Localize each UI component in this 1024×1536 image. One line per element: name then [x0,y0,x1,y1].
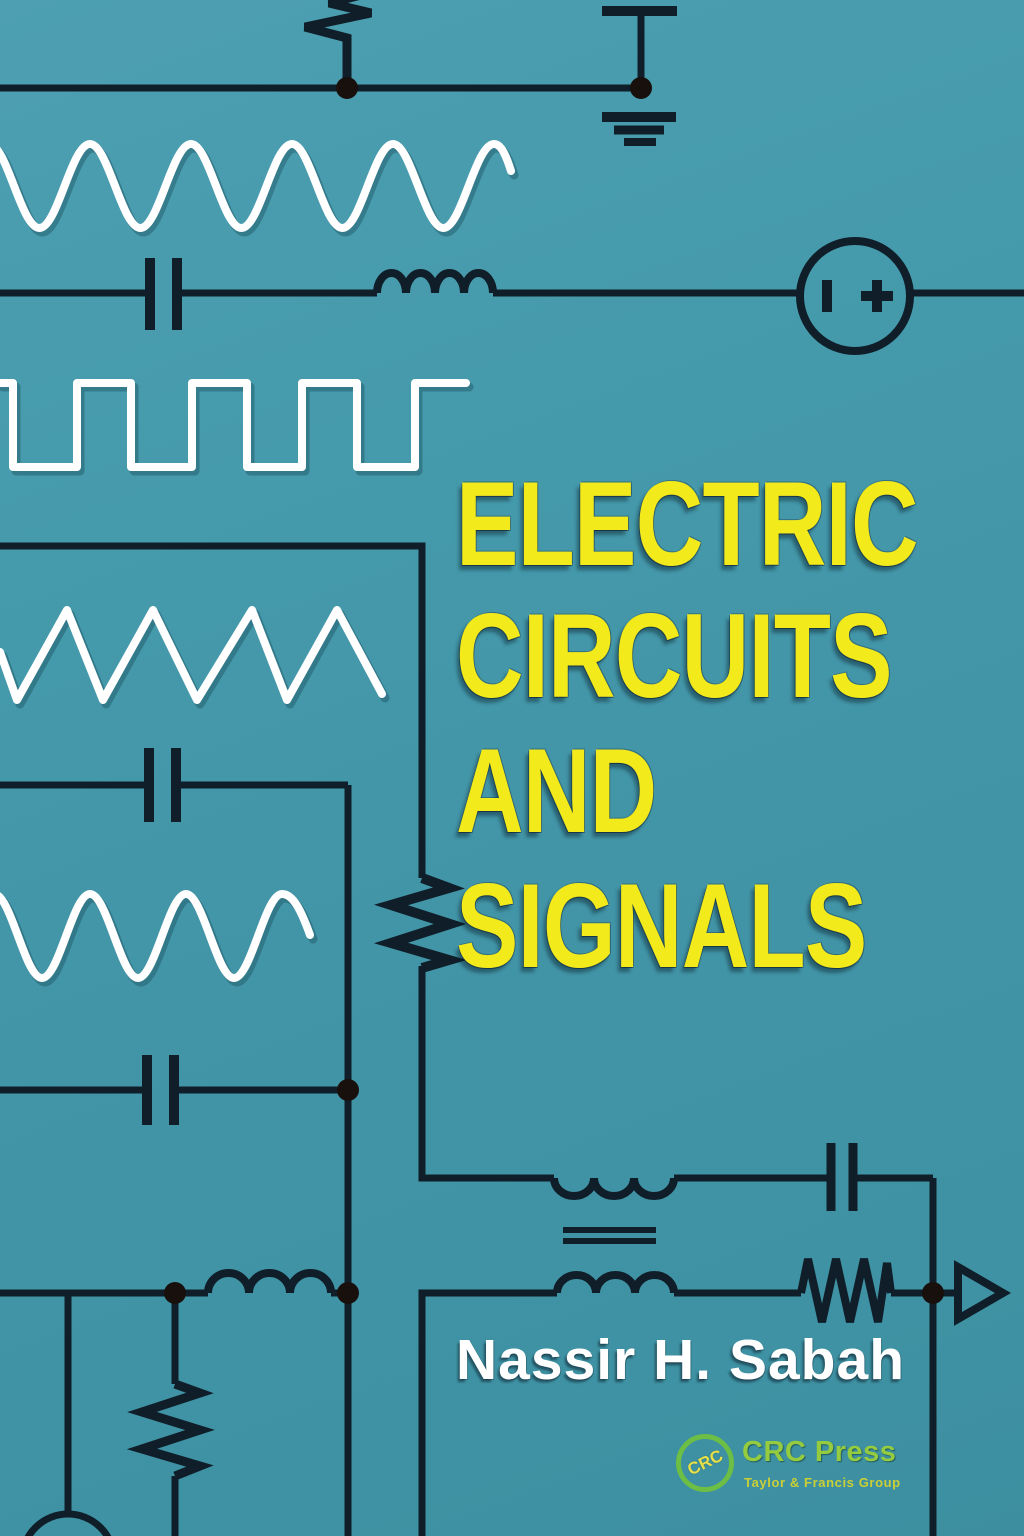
source-circle-bottom [24,1510,112,1536]
capacitor-icon-2 [144,748,181,822]
junction-dot [337,1079,359,1101]
triangle-wave [0,610,382,700]
resistor-vertical-icon-2 [126,1379,215,1481]
publisher-name: CRC Press [742,1436,897,1468]
mid-wire-and-right-drop [0,542,426,878]
ground-icon [602,112,676,146]
transformer-primary-coil [550,1177,678,1200]
inductor-coil-icon-2 [204,1269,335,1294]
sine-wave-large [0,144,511,228]
title-line-1: ELECTRIC [456,457,919,591]
resistor-icon [303,0,373,88]
junction-dot [922,1282,944,1304]
signal-arrow-icon [954,1260,1011,1326]
resistor-vertical-icon [373,873,467,973]
author-name: Nassir H. Sabah [456,1328,906,1392]
bottom-branch-corner [418,1289,557,1536]
waveforms [0,144,514,982]
crc-monogram: CRC [684,1445,726,1480]
capacitor-icon-3 [142,1055,179,1125]
title-line-2: CIRCUITS [456,589,893,723]
inductor-coil-icon [373,269,497,294]
square-wave [0,383,466,467]
resistor-zigzag-icon [797,1258,895,1323]
title-line-4: SIGNALS [456,859,867,993]
crc-logo-icon: CRC [676,1434,734,1492]
capacitor-icon-4 [826,1143,858,1211]
voltage-source-icon [796,237,914,355]
junction-dot [630,77,652,99]
junction-dot [164,1282,186,1304]
transformer-icon [550,1177,678,1294]
title-line-3: AND [456,724,657,858]
junction-dot [336,77,358,99]
transformer-secondary-coil [553,1271,678,1294]
capacitor-icon [145,258,182,330]
publisher-tagline: Taylor & Francis Group [744,1475,901,1490]
junction-dot [337,1282,359,1304]
right-drop-lower [418,966,554,1182]
junction-dots [164,77,944,1304]
